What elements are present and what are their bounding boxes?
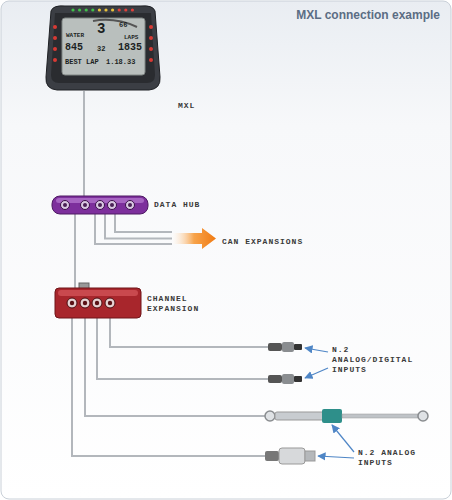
leader-lines [305,348,354,458]
pressure-sensor [265,448,315,464]
digital-sensor [268,342,302,352]
callout-label: N.2 ANALOG INPUTS [358,448,430,468]
display-reading: 845 [65,43,83,53]
data-hub: DATA HUB [52,196,148,214]
can-arrow: CAN EXPANSIONS [172,228,216,249]
channel-expansion: CHANNEL EXPANSION [55,288,141,318]
can-arrow-shape [172,228,216,249]
digital-sensor [268,374,302,384]
wires [72,214,268,456]
data-hub-shape [52,196,148,214]
display-reading: 66 [119,22,127,29]
cable [105,214,172,239]
node-label: MXL [178,101,218,111]
node-label: DATA HUB [154,200,224,210]
title: MXL connection example [296,8,440,22]
display-reading: 1.18.33 [106,59,135,66]
display-reading: WATER [66,33,84,39]
display-reading: 3 [97,22,105,36]
display-reading: LAPS [124,35,138,41]
cable [74,214,76,288]
display-reading: BEST LAP [65,59,99,66]
cable [83,91,85,196]
display-reading: 1835 [118,43,142,53]
callout-label: N.2 ANALOG/DIGITAL INPUTS [332,345,422,375]
node-label: CAN EXPANSIONS [222,237,322,247]
display-reading: 32 [97,46,105,53]
linear-potentiometer [265,409,428,423]
channel-expansion-shape [55,288,141,318]
node-label: CHANNEL EXPANSION [147,294,207,314]
